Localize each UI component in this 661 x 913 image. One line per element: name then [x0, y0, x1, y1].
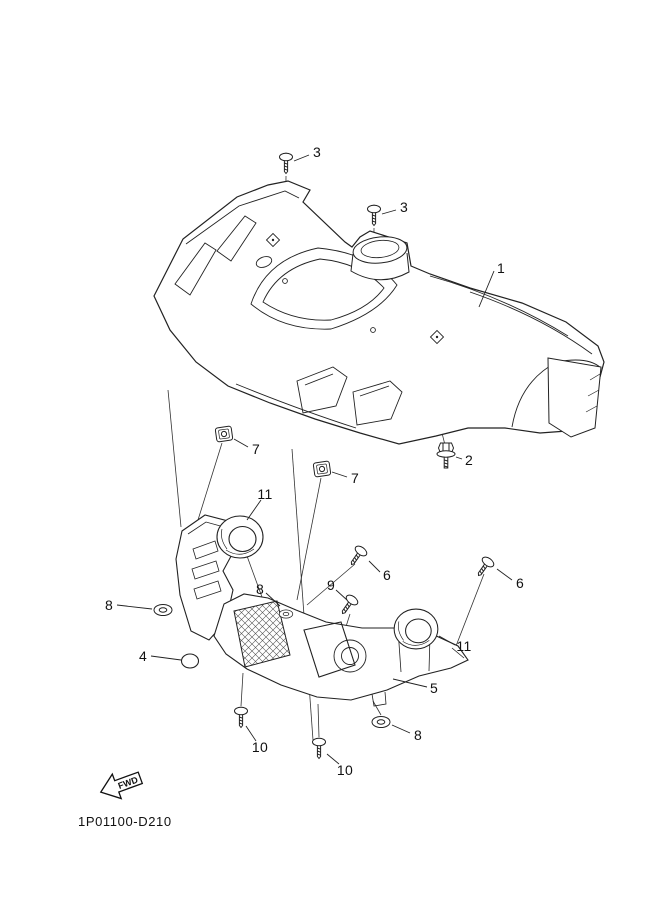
headlight-pod-right [393, 608, 439, 650]
callout-label-9: 9 [326, 577, 336, 593]
assembly-lines [167, 175, 485, 741]
light-recess-inner [341, 647, 359, 665]
washer-part-8 [153, 604, 173, 616]
fwd-arrow: FWD [99, 771, 144, 800]
callout-label-11: 11 [456, 638, 472, 654]
fuel-cap [255, 256, 273, 268]
nose-scoop-left [296, 366, 348, 414]
front-fender-body [153, 180, 605, 445]
washer-part-8 [278, 609, 294, 619]
hood-contour-inner [262, 258, 385, 321]
stay-slot [191, 560, 220, 580]
nose-scoop-detail [304, 373, 390, 397]
mud-flap [547, 357, 602, 438]
bumper-tab [371, 691, 387, 707]
stay-slot [192, 540, 219, 560]
leader-lines [116, 154, 513, 765]
fender-vent-left-1 [174, 242, 217, 296]
fender-outline [153, 180, 605, 445]
diagram-code: 1P01100-D210 [78, 814, 172, 829]
stay-edge [187, 521, 225, 535]
callout-label-8: 8 [104, 597, 114, 613]
stay-slot [193, 580, 222, 600]
callout-label-3: 3 [312, 144, 322, 160]
callout-label-1: 1 [496, 260, 506, 276]
fender-vent-left-2 [216, 215, 257, 262]
light-recess-outer [333, 639, 367, 673]
clip-part-7 [214, 425, 234, 443]
bottom-edge-inner [235, 383, 357, 429]
nose-scoop-right [352, 380, 403, 426]
fwd-arrow-shape [99, 771, 144, 800]
callout-label-8: 8 [255, 581, 265, 597]
callout-label-7: 7 [251, 441, 261, 457]
callout-label-7: 7 [350, 470, 360, 486]
screw-part-9 [336, 592, 361, 618]
screw-part-3 [279, 152, 293, 174]
screw-part-6 [472, 554, 497, 580]
screw-hole [282, 278, 288, 284]
bolt-part-2 [436, 442, 456, 469]
hood-contour-outer [250, 247, 398, 330]
callout-label-8: 8 [413, 727, 423, 743]
clip-part-7 [312, 460, 332, 478]
grille-center-opening [303, 621, 356, 678]
callout-label-3: 3 [399, 199, 409, 215]
screw-part-6 [345, 543, 370, 569]
headlight-pod-left [216, 515, 264, 559]
screw-part-10 [312, 737, 326, 759]
steering-pod [350, 236, 410, 281]
screw-hole [370, 327, 376, 333]
grille-mesh [233, 600, 291, 668]
flare-crease-1 [429, 275, 569, 337]
cap-part-4 [180, 653, 200, 669]
fender-inner-rim [185, 190, 300, 245]
callout-label-10: 10 [251, 739, 269, 755]
callout-label-10: 10 [336, 762, 354, 778]
callout-label-2: 2 [464, 452, 474, 468]
callout-label-6: 6 [382, 567, 392, 583]
callout-label-5: 5 [429, 680, 439, 696]
callout-label-4: 4 [138, 648, 148, 664]
washer-part-8 [371, 716, 391, 728]
flare-crease-2 [469, 291, 593, 355]
callout-label-6: 6 [515, 575, 525, 591]
screw-part-3 [367, 204, 381, 226]
callout-label-11: 11 [257, 486, 273, 502]
screw-part-10 [234, 706, 248, 728]
